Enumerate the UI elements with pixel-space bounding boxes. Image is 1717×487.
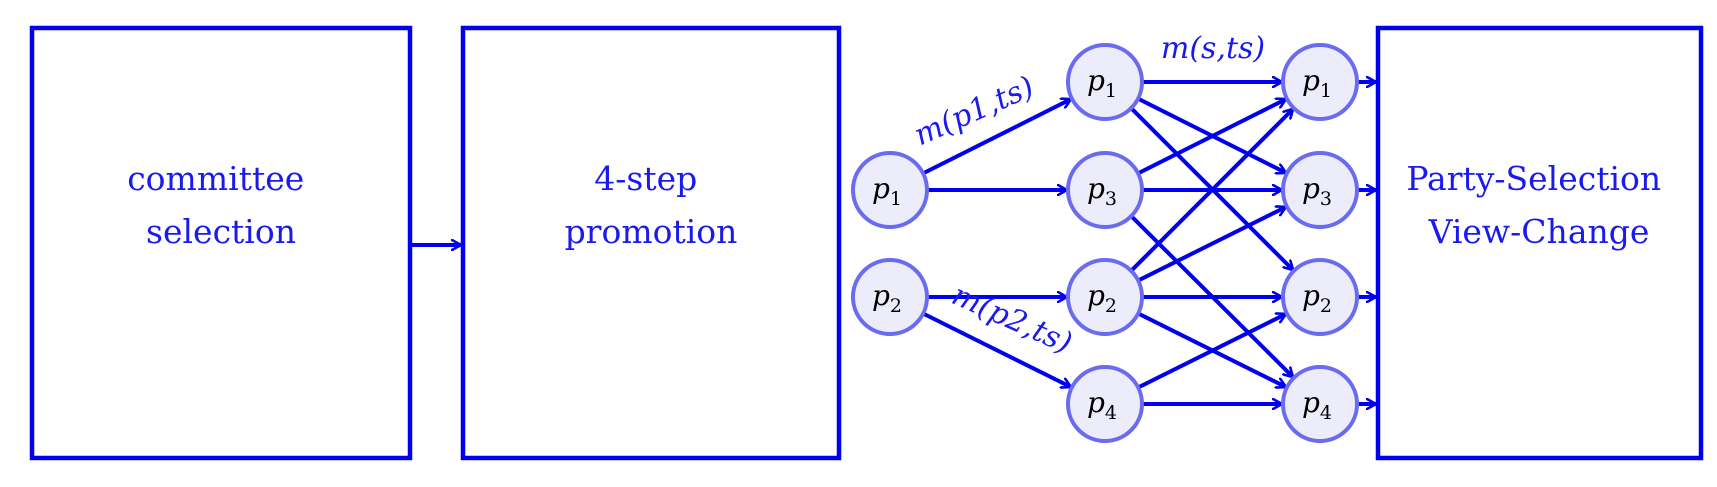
node-label-subscript: 2 (1320, 295, 1332, 317)
node-label-base: p (1302, 386, 1320, 419)
node-circle (851, 151, 929, 229)
node-label-base: p (1302, 279, 1320, 312)
promotion-label-line2: promotion (565, 212, 738, 251)
node-label: p2 (872, 279, 902, 317)
node-label-base: p (1087, 386, 1105, 419)
node-layer1-p3: p3 (1066, 151, 1144, 229)
node-layer1-p2: p2 (1066, 258, 1144, 336)
edge-layer1-3-to-layer2-2 (1137, 312, 1286, 390)
party-selection-label: Party-Selection View-Change (1406, 159, 1671, 251)
party-label-line2: View-Change (1428, 212, 1650, 251)
node-label-subscript: 3 (1105, 188, 1117, 210)
node-circle (851, 258, 929, 336)
edge-layer0-0-to-layer1-0 (922, 97, 1071, 176)
node-label: p2 (1302, 279, 1332, 317)
node-label: p1 (1087, 64, 1117, 102)
promotion-box (460, 25, 842, 461)
edge-layer1-1-to-layer2-0 (1137, 97, 1286, 176)
node-circle (1281, 43, 1359, 121)
node-layer2-p3: p3 (1281, 151, 1359, 229)
node-layer0-p1: p1 (851, 151, 929, 229)
node-label: p1 (872, 172, 902, 210)
edge-label-m-p2-ts: m(p2,ts) (947, 277, 1077, 361)
node-circle (1066, 43, 1144, 121)
node-label: p3 (1302, 172, 1332, 210)
node-label: p4 (1302, 386, 1332, 424)
node-label-base: p (1087, 172, 1105, 205)
node-label-base: p (1302, 172, 1320, 205)
node-label-subscript: 4 (1320, 402, 1332, 424)
node-circle (1066, 365, 1144, 443)
node-label-base: p (872, 172, 890, 205)
node-label-subscript: 2 (1105, 295, 1117, 317)
node-label: p3 (1087, 172, 1117, 210)
node-label-subscript: 2 (890, 295, 902, 317)
committee-label-line2: selection (146, 212, 296, 251)
node-circle (1281, 151, 1359, 229)
promotion-label: 4-step promotion (565, 159, 738, 251)
node-label: p2 (1087, 279, 1117, 317)
node-label-subscript: 1 (1320, 80, 1332, 102)
node-label: p4 (1087, 386, 1117, 424)
node-layer2-p1: p1 (1281, 43, 1359, 121)
node-label-base: p (1087, 64, 1105, 97)
node-label: p1 (1302, 64, 1332, 102)
edge-layer0-1-to-layer1-3 (922, 311, 1071, 389)
edge-layer1-2-to-layer2-1 (1137, 205, 1286, 283)
committee-label-line1: committee (127, 159, 304, 198)
node-circle (1066, 258, 1144, 336)
node-layer2-p4: p4 (1281, 365, 1359, 443)
party-selection-view-change-box (1375, 25, 1704, 461)
party-label-line1: Party-Selection (1406, 159, 1661, 198)
edge-layer1-2-to-layer2-0 (1129, 107, 1295, 273)
node-label-subscript: 4 (1105, 402, 1117, 424)
node-layer0-p2: p2 (851, 258, 929, 336)
message-edges (922, 82, 1376, 404)
committee-selection-label: committee selection (127, 159, 315, 251)
node-circle (1281, 365, 1359, 443)
node-label-subscript: 3 (1320, 188, 1332, 210)
node-label-base: p (1087, 279, 1105, 312)
promotion-label-line1: 4-step (594, 159, 697, 198)
node-layer2-p2: p2 (1281, 258, 1359, 336)
node-label-base: p (872, 279, 890, 312)
node-layer1-p1: p1 (1066, 43, 1144, 121)
node-label-subscript: 1 (1105, 80, 1117, 102)
node-circle (1066, 151, 1144, 229)
edge-label-m-p1-ts: m(p1,ts) (909, 69, 1039, 153)
edge-label-m-s-ts: m(s,ts) (1161, 31, 1265, 66)
node-layer1-p4: p4 (1066, 365, 1144, 443)
node-circle (1281, 258, 1359, 336)
node-label-subscript: 1 (890, 188, 902, 210)
node-label-base: p (1302, 64, 1320, 97)
